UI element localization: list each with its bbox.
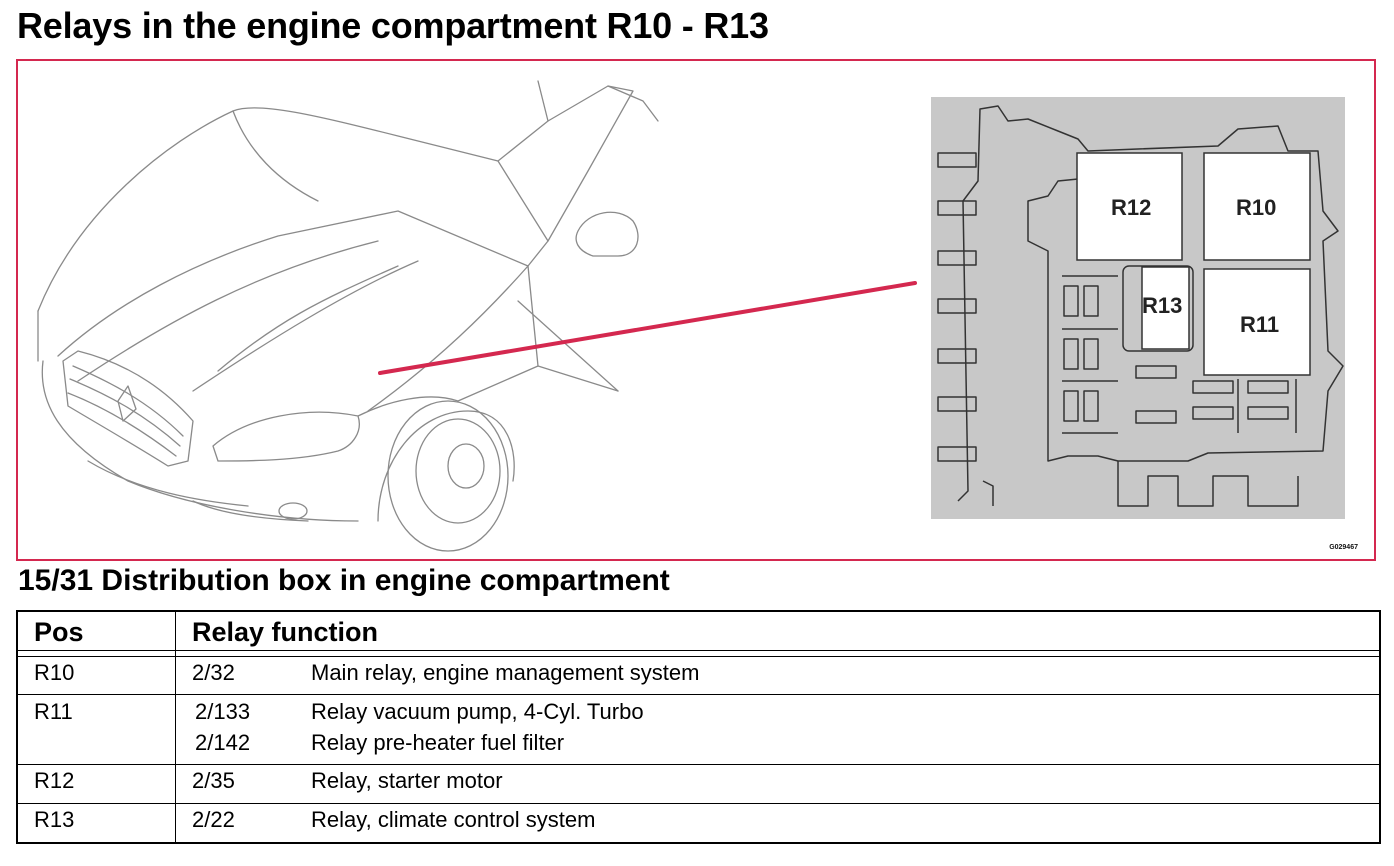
relay-r10-label: R10: [1236, 195, 1276, 220]
row-function: Relay pre-heater fuel filter: [311, 730, 565, 755]
relay-r11-box: [1203, 268, 1311, 376]
relay-r10-box: [1203, 152, 1311, 261]
page-title: Relays in the engine compartment R10 - R…: [17, 5, 769, 46]
row-function: Relay, climate control system: [311, 807, 596, 832]
relay-table: Pos Relay function R10 2/32 Main relay, …: [16, 610, 1381, 844]
row-pos: R11: [34, 699, 73, 724]
row-divider: [18, 764, 1379, 765]
figure-frame: R12 R10 R13 R11 G029467: [16, 59, 1376, 561]
relay-r13-box: [1141, 266, 1190, 350]
relay-r11-label: R11: [1240, 312, 1279, 337]
header-divider-1: [18, 650, 1379, 651]
row-divider: [18, 803, 1379, 804]
header-pos: Pos: [34, 617, 84, 647]
engine-compartment-illustration: R12 R10 R13 R11: [37, 80, 1345, 552]
relay-r13-label: R13: [1142, 293, 1182, 318]
relay-r12-box: [1076, 152, 1183, 261]
header-function: Relay function: [192, 617, 379, 647]
row-function: Relay vacuum pump, 4-Cyl. Turbo: [311, 699, 644, 724]
section-title: 15/31 Distribution box in engine compart…: [18, 564, 670, 597]
row-function: Relay, starter motor: [311, 768, 503, 793]
row-code: 2/22: [192, 807, 235, 832]
relay-r12-label: R12: [1111, 195, 1151, 220]
pointer-line: [378, 281, 917, 375]
row-function: Main relay, engine management system: [311, 660, 700, 685]
figure-code: G029467: [1329, 544, 1358, 551]
row-code: 2/133: [195, 699, 251, 724]
row-code: 2/32: [192, 660, 235, 685]
column-divider: [175, 612, 176, 842]
car-drawing: [37, 80, 659, 552]
row-divider: [18, 694, 1379, 695]
distribution-box-drawing: R12 R10 R13 R11: [931, 97, 1345, 519]
table-header: Pos Relay function: [18, 612, 1379, 652]
header-divider-2: [18, 656, 1379, 657]
row-pos: R13: [34, 807, 75, 832]
row-pos: R10: [34, 660, 75, 685]
row-pos: R12: [34, 768, 75, 793]
row-code: 2/142: [195, 730, 251, 755]
row-code: 2/35: [192, 768, 235, 793]
